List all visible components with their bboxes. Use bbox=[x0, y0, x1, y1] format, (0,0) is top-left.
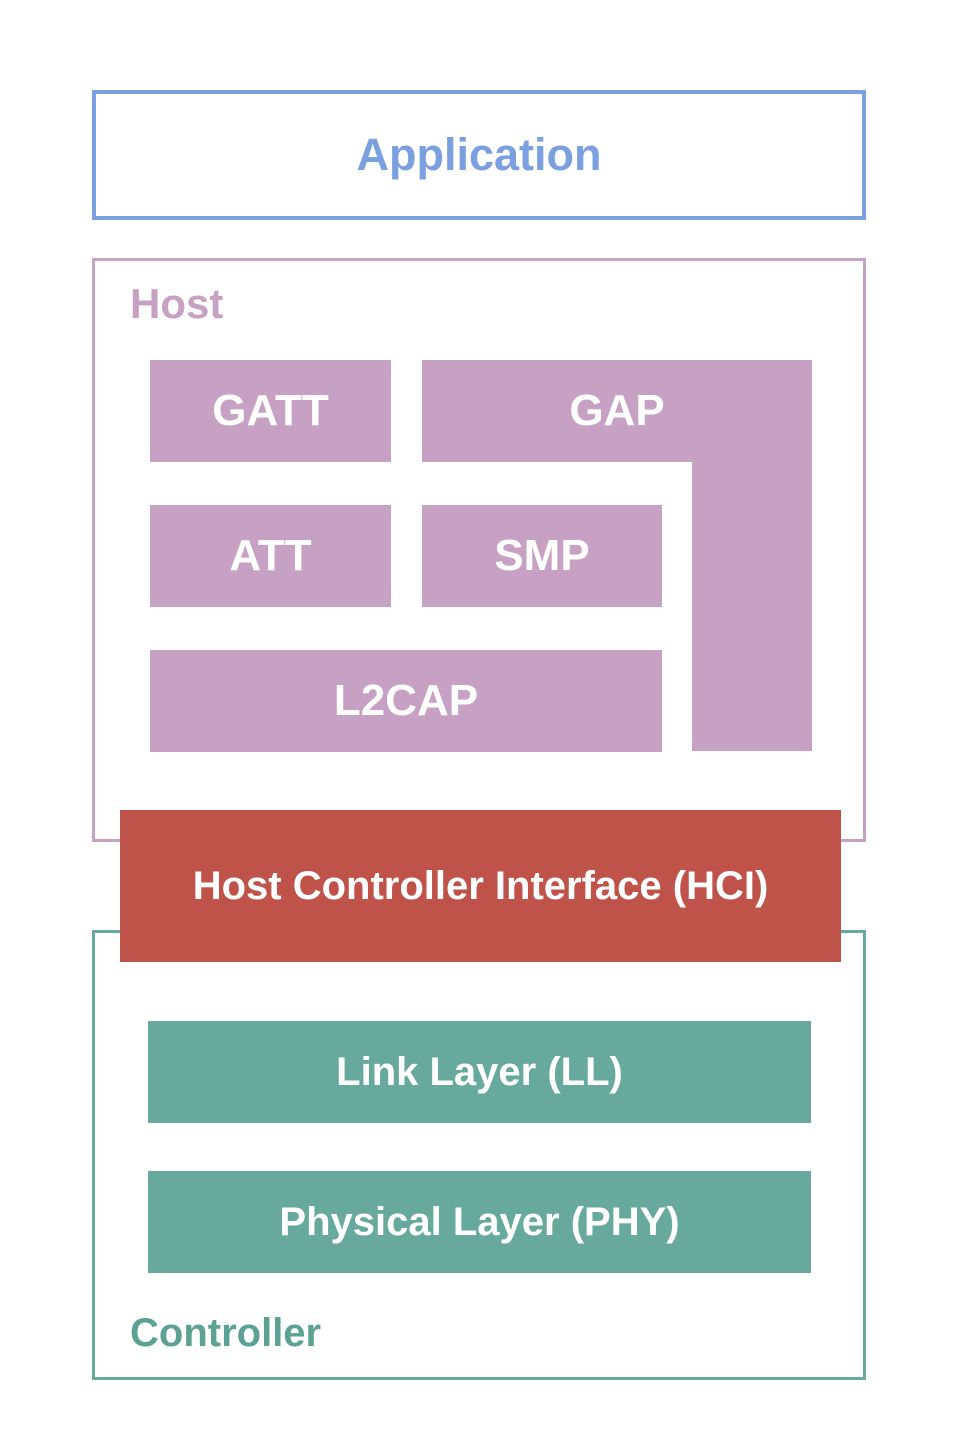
gap-label: GAP bbox=[569, 386, 665, 435]
link-layer-block: Link Layer (LL) bbox=[148, 1021, 811, 1123]
application-box: Application bbox=[92, 90, 866, 220]
l2cap-label: L2CAP bbox=[333, 676, 479, 725]
link-layer-label: Link Layer (LL) bbox=[336, 1049, 623, 1094]
smp-block: SMP bbox=[422, 505, 662, 607]
gatt-block: GATT bbox=[150, 360, 391, 462]
att-label: ATT bbox=[229, 531, 312, 580]
hci-block: Host Controller Interface (HCI) bbox=[120, 810, 841, 962]
physical-layer-block: Physical Layer (PHY) bbox=[148, 1171, 811, 1273]
hci-label: Host Controller Interface (HCI) bbox=[192, 863, 769, 908]
att-block: ATT bbox=[150, 505, 391, 607]
smp-label: SMP bbox=[494, 531, 590, 580]
controller-container: Controller bbox=[92, 930, 866, 1380]
l2cap-block: L2CAP bbox=[150, 650, 662, 752]
gatt-label: GATT bbox=[212, 386, 329, 435]
physical-layer-label: Physical Layer (PHY) bbox=[279, 1199, 680, 1244]
host-label: Host bbox=[130, 280, 224, 327]
application-label: Application bbox=[356, 129, 602, 180]
controller-label: Controller bbox=[130, 1311, 322, 1355]
gap-label-row: GAP bbox=[422, 360, 812, 462]
